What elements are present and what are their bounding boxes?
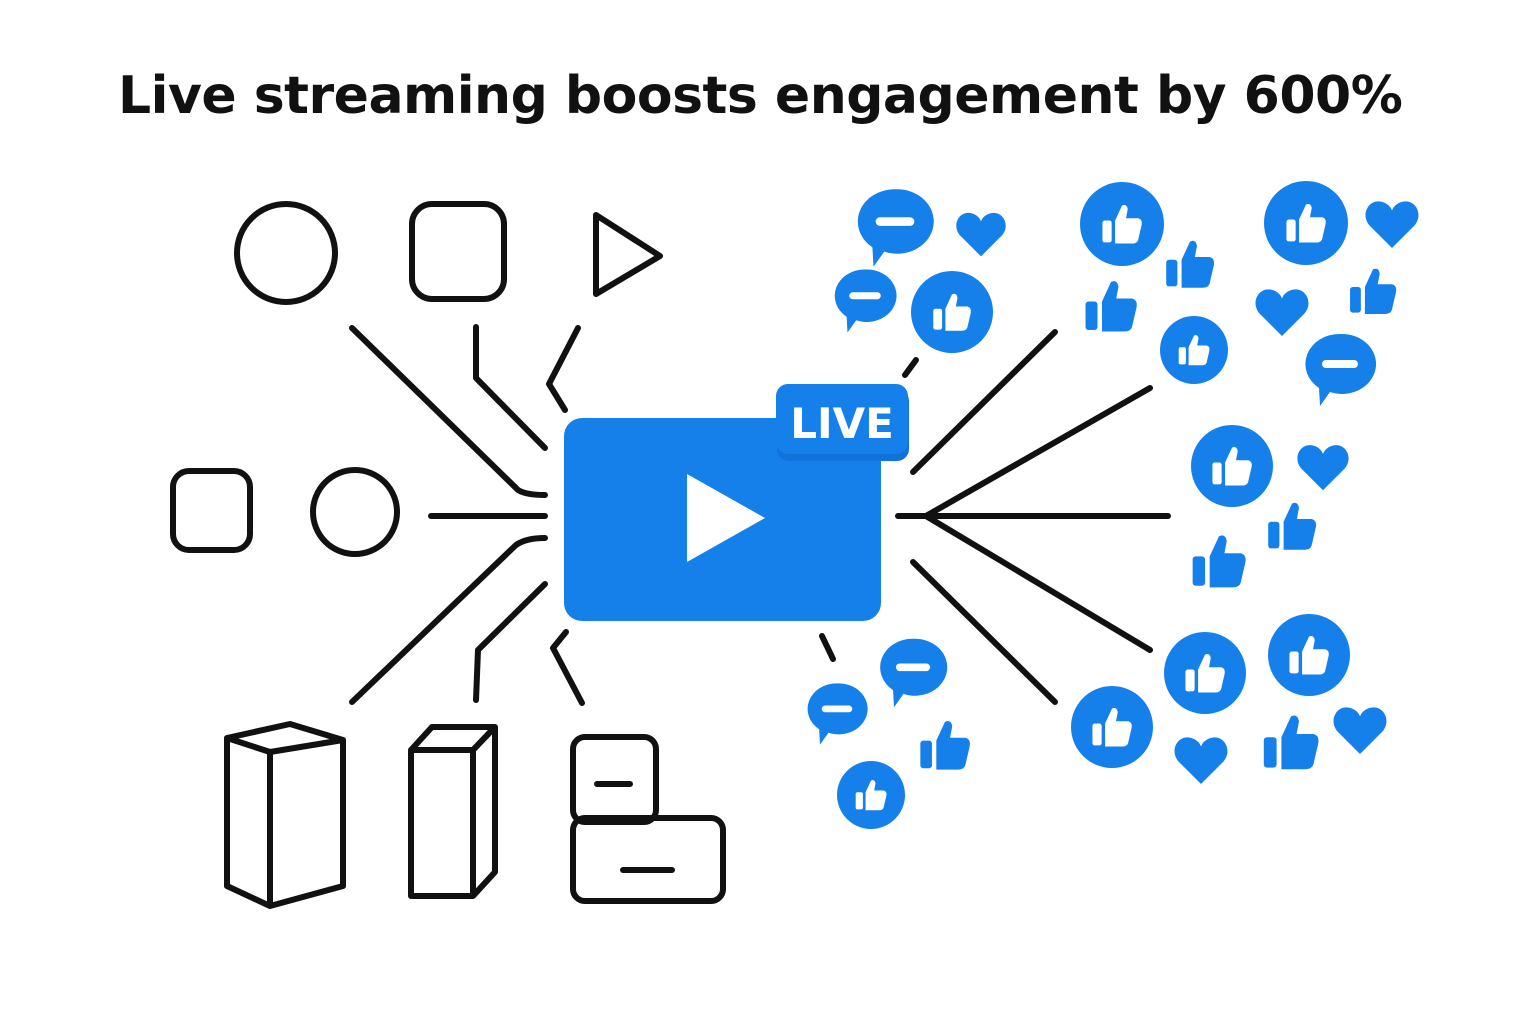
narrow-box-icon [408, 724, 498, 899]
like-icon [1085, 281, 1137, 332]
heart-icon [1365, 201, 1419, 248]
comment-bubble-icon [834, 269, 897, 333]
heart-icon [1333, 707, 1387, 754]
comment-bubble-icon [1305, 333, 1377, 406]
reactions-cloud [807, 181, 1419, 829]
heart-icon [1174, 737, 1228, 784]
like-icon [1264, 181, 1348, 265]
play-triangle-icon [593, 212, 663, 297]
video-player-icon [564, 418, 881, 621]
like-icon [1071, 686, 1153, 768]
like-icon [1268, 502, 1317, 550]
live-badge-label: LIVE [790, 399, 894, 448]
stacked-box-icon [570, 734, 726, 904]
like-icon [920, 720, 970, 770]
like-icon [911, 271, 993, 353]
source-shapes [170, 201, 726, 909]
live-badge: LIVE [776, 384, 909, 461]
like-icon [1350, 268, 1397, 314]
like-icon [837, 761, 905, 829]
heart-icon [1255, 289, 1309, 336]
like-icon [1263, 715, 1319, 770]
rounded-square-icon [170, 468, 253, 553]
incoming-connectors [349, 324, 585, 706]
like-icon [1166, 240, 1215, 288]
circle-icon [234, 201, 338, 305]
circle-icon [310, 467, 400, 557]
page-title: Live streaming boosts engagement by 600% [118, 66, 1403, 126]
outgoing-connectors [819, 329, 1171, 705]
like-icon [1191, 425, 1273, 507]
tall-box-icon [224, 721, 346, 909]
heart-icon [956, 212, 1006, 257]
like-icon [1160, 316, 1228, 384]
heart-icon [1297, 445, 1349, 491]
like-icon [1268, 614, 1350, 696]
like-icon [1164, 632, 1246, 714]
comment-bubble-icon [857, 189, 934, 267]
comment-bubble-icon [807, 683, 868, 745]
rounded-square-icon [409, 201, 507, 302]
like-icon [1080, 182, 1164, 266]
like-icon [1192, 535, 1246, 588]
comment-bubble-icon [880, 638, 948, 708]
